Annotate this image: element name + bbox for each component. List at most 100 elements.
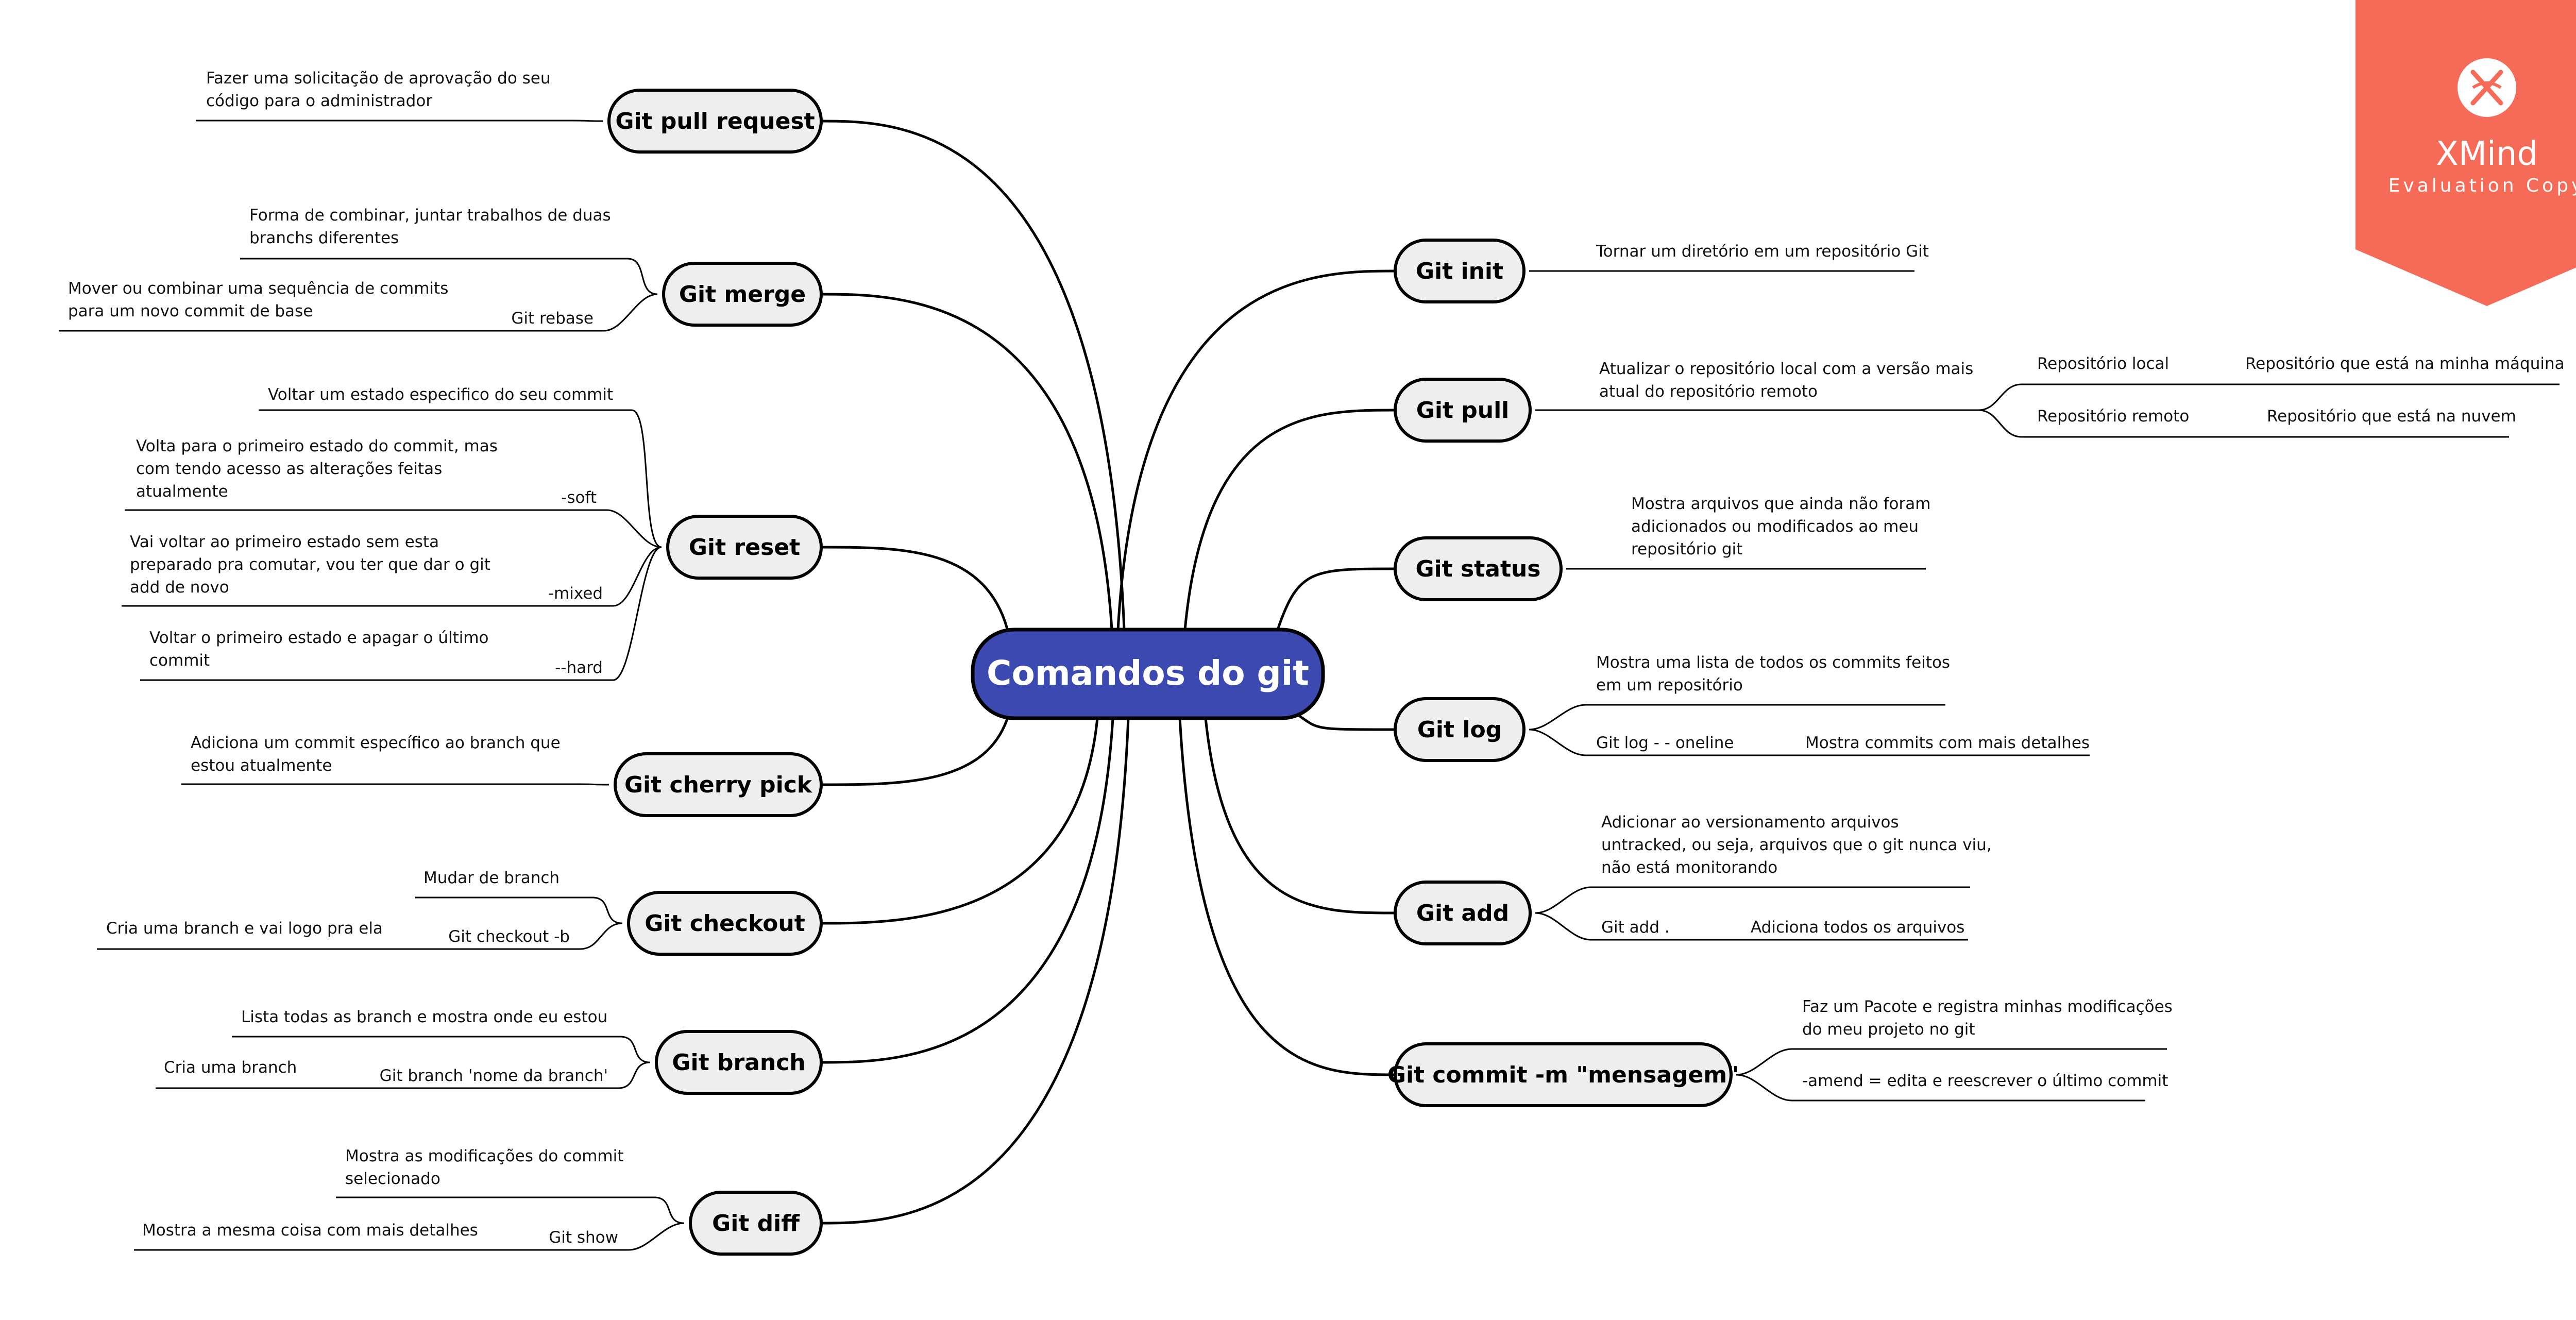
note-text: Mostra arquivos que ainda não foram bbox=[1631, 495, 1930, 513]
note-tag: -mixed bbox=[548, 584, 603, 603]
topic-connector bbox=[821, 714, 1010, 786]
note-connector bbox=[259, 409, 662, 548]
topic-shape bbox=[614, 752, 823, 817]
topic-shape bbox=[1394, 239, 1526, 303]
central-topic-shape bbox=[971, 628, 1325, 720]
topic-7[interactable]: Git diff bbox=[689, 1191, 823, 1256]
note: Fazer uma solicitação de aprovação do se… bbox=[206, 69, 551, 110]
note-connector bbox=[156, 1061, 651, 1089]
topic-connector bbox=[1178, 718, 1396, 1076]
note: Atualizar o repositório local com a vers… bbox=[1599, 360, 1973, 401]
note-tag: -soft bbox=[561, 488, 597, 507]
note-text: Voltar um estado especifico do seu commi… bbox=[268, 385, 613, 404]
note-detail: Adiciona todos os arquivos bbox=[1751, 918, 1964, 937]
topic-11[interactable]: Git log bbox=[1394, 697, 1526, 762]
central-topic-label: Comandos do git bbox=[987, 653, 1309, 693]
note: Adiciona um commit específico ao branch … bbox=[191, 734, 561, 775]
note-connector bbox=[232, 1036, 651, 1063]
topic-shape bbox=[666, 515, 823, 580]
note-connector bbox=[181, 783, 609, 786]
note-text: repositório git bbox=[1631, 540, 1742, 559]
topic-label: Git checkout bbox=[645, 910, 805, 937]
note-tag: Git log - - oneline bbox=[1596, 734, 1734, 752]
note-lines bbox=[59, 120, 2560, 1251]
topic-4[interactable]: Git cherry pick bbox=[614, 752, 823, 817]
topic-6[interactable]: Git branch bbox=[655, 1030, 823, 1095]
topic-13[interactable]: Git commit -m "mensagem" bbox=[1387, 1042, 1739, 1107]
topic-shape bbox=[1394, 378, 1532, 443]
topic-9[interactable]: Git pull bbox=[1394, 378, 1532, 443]
note: Faz um Pacote e registra minhas modifica… bbox=[1802, 997, 2173, 1039]
subnote-detail: Repositório que está na nuvem bbox=[2267, 407, 2516, 426]
note-connector bbox=[1529, 729, 2090, 756]
note-text: estou atualmente bbox=[191, 756, 332, 775]
note: Mostra arquivos que ainda não foram adici… bbox=[1631, 495, 1930, 559]
note: Voltar o primeiro estado e apagar o últi… bbox=[149, 629, 603, 677]
note: Mostra uma lista de todos os commits fei… bbox=[1596, 653, 1950, 695]
topic-connector bbox=[821, 718, 1114, 1064]
topic-shape bbox=[607, 89, 823, 154]
note-connector bbox=[1535, 912, 1968, 941]
note-text: Mostra a mesma coisa com mais detalhes bbox=[142, 1221, 478, 1240]
note-text: Faz um Pacote e registra minhas modifica… bbox=[1802, 997, 2173, 1016]
topic-shape bbox=[662, 262, 823, 327]
note-text: Mover ou combinar uma sequência de commi… bbox=[68, 279, 448, 298]
topic-label: Git merge bbox=[679, 281, 806, 308]
topic-shape bbox=[1394, 881, 1532, 945]
note-text: untracked, ou seja, arquivos que o git n… bbox=[1601, 836, 1992, 854]
badge-shape bbox=[2355, 0, 2576, 306]
topic-shape bbox=[1394, 536, 1563, 601]
topic-connector bbox=[821, 120, 1126, 630]
note-text: -amend = edita e reescrever o último com… bbox=[1802, 1072, 2168, 1090]
note-text: Mostra as modificações do commit bbox=[345, 1147, 623, 1165]
note-text: selecionado bbox=[345, 1170, 440, 1188]
note-connector bbox=[415, 896, 623, 924]
topic-connector bbox=[821, 718, 1130, 1225]
topic-5[interactable]: Git checkout bbox=[627, 891, 823, 956]
note-text: não está monitorando bbox=[1601, 858, 1777, 877]
note-text: Vai voltar ao primeiro estado sem esta bbox=[130, 533, 439, 551]
note: Lista todas as branch e mostra onde eu e… bbox=[241, 1008, 607, 1026]
subnote-connector bbox=[1978, 409, 2509, 438]
topic-connector bbox=[1276, 567, 1396, 630]
subnote: Repositório remoto Repositório que está n… bbox=[2037, 407, 2516, 426]
subnote-tag: Repositório remoto bbox=[2037, 407, 2189, 426]
note-text: add de novo bbox=[130, 578, 229, 597]
central-topic[interactable]: Comandos do git bbox=[971, 628, 1325, 720]
note-text: Fazer uma solicitação de aprovação do se… bbox=[206, 69, 551, 88]
note-text: adicionados ou modificados ao meu bbox=[1631, 517, 1919, 536]
xmind-logo-icon bbox=[2458, 58, 2516, 117]
subnote-connector bbox=[1978, 383, 2560, 411]
note-text: com tendo acesso as alterações feitas bbox=[136, 460, 442, 478]
note-detail: Mostra commits com mais detalhes bbox=[1805, 734, 2090, 752]
note: Mudar de branch bbox=[423, 869, 560, 887]
topic-1[interactable]: Git pull request bbox=[607, 89, 823, 154]
topic-10[interactable]: Git status bbox=[1394, 536, 1563, 601]
note-tag: Git rebase bbox=[511, 309, 594, 328]
note-text: Adiciona um commit específico ao branch … bbox=[191, 734, 561, 752]
note-text: código para o administrador bbox=[206, 92, 432, 110]
topic-label: Git pull bbox=[1416, 397, 1510, 424]
note: Adicionar ao versionamento arquivosuntra… bbox=[1601, 813, 1992, 877]
note-text: em um repositório bbox=[1596, 676, 1743, 695]
topic-label: Git reset bbox=[689, 534, 800, 561]
note: Vai voltar ao primeiro estado sem esta pr… bbox=[130, 533, 603, 603]
topic-2[interactable]: Git merge bbox=[662, 262, 823, 327]
topic-3[interactable]: Git reset bbox=[666, 515, 823, 580]
note-text: branchs diferentes bbox=[249, 229, 399, 247]
note-tag: Git checkout -b bbox=[448, 927, 570, 946]
topic-8[interactable]: Git init bbox=[1394, 239, 1526, 303]
note-connector bbox=[240, 258, 658, 295]
note-tag: --hard bbox=[555, 658, 603, 677]
note-connector bbox=[140, 546, 662, 681]
topic-shape bbox=[627, 891, 823, 956]
topic-label: Git cherry pick bbox=[624, 772, 813, 798]
badge-title: XMind bbox=[2436, 135, 2538, 173]
topic-connector bbox=[1116, 269, 1396, 630]
note-text: preparado pra comutar, vou ter que dar o… bbox=[130, 555, 490, 574]
topic-connector bbox=[821, 718, 1099, 925]
topic-12[interactable]: Git add bbox=[1394, 881, 1532, 945]
